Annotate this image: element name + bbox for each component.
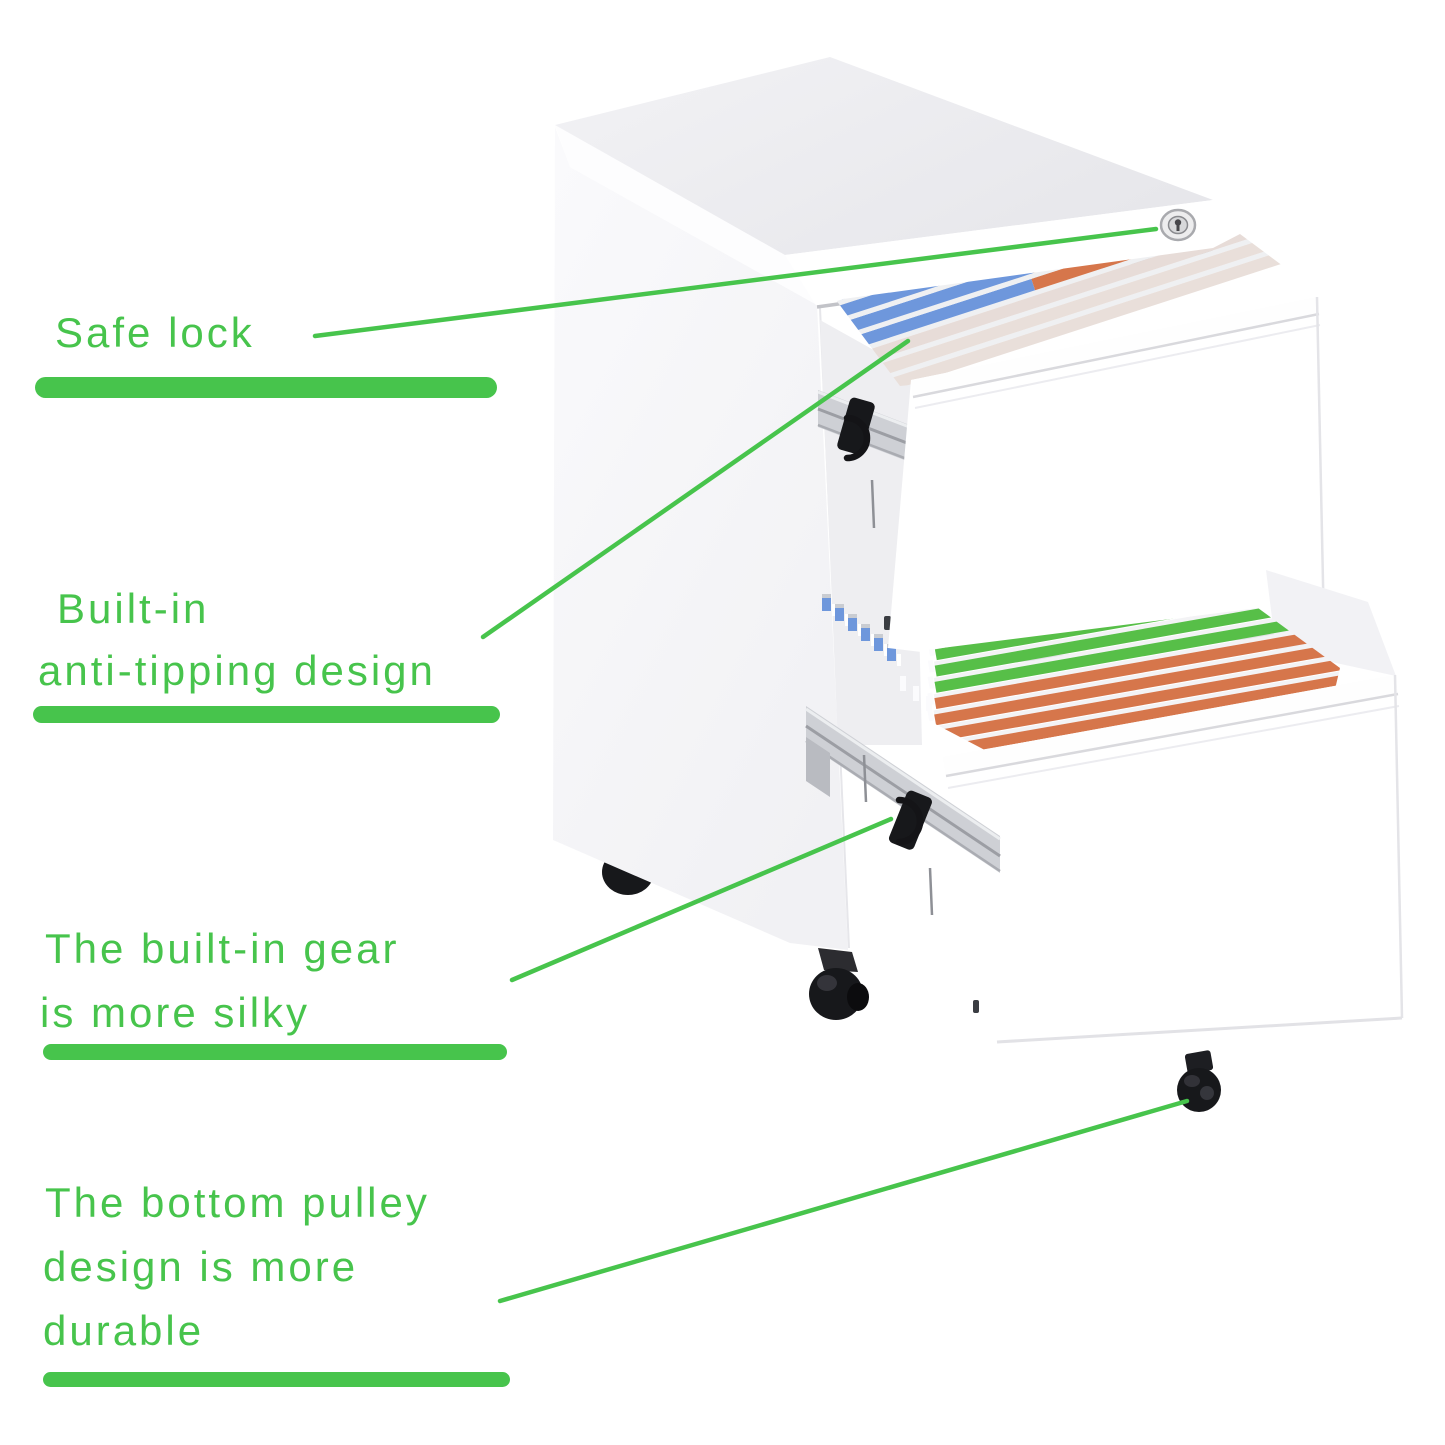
underline-pulley	[43, 1372, 510, 1387]
leader-pulley	[497, 1098, 1190, 1304]
leader-gear	[509, 816, 894, 983]
leader-safe-lock	[312, 226, 1159, 339]
leader-lines	[312, 226, 1190, 1304]
label-pulley-line3: durable	[43, 1307, 205, 1354]
lock-keyhole-icon	[1159, 208, 1197, 242]
label-gear-line2: is more silky	[40, 989, 311, 1036]
front-caster-wheel-icon	[809, 948, 869, 1020]
underline-anti-tipping	[33, 706, 500, 723]
bottom-drawer-front	[943, 674, 1404, 1044]
label-anti-tipping-line2: anti-tipping design	[38, 647, 436, 694]
anti-tip-slot-bottom	[973, 1000, 979, 1013]
anti-tip-slot	[884, 616, 891, 630]
label-pulley-line1: The bottom pulley	[45, 1179, 430, 1226]
bottom-drawer-slide-rail	[805, 706, 1001, 916]
slide-gear-icon	[837, 397, 875, 462]
underline-safe-lock	[35, 377, 497, 398]
label-anti-tipping-line1: Built-in	[57, 585, 210, 632]
cabinet-top-surface	[555, 57, 1213, 255]
label-gear-line1: The built-in gear	[45, 925, 400, 972]
cabinet-top-front-edge	[785, 200, 1213, 307]
underline-gear	[43, 1044, 507, 1060]
label-safe-lock: Safe lock	[55, 309, 255, 356]
label-pulley-line2: design is more	[43, 1243, 359, 1290]
leader-anti-tipping	[480, 338, 911, 640]
cabinet-side-panel	[553, 127, 848, 950]
slide-gear-bottom-icon	[888, 790, 932, 850]
cabinet-top-left-edge	[555, 125, 817, 305]
orange-files	[926, 621, 1340, 758]
